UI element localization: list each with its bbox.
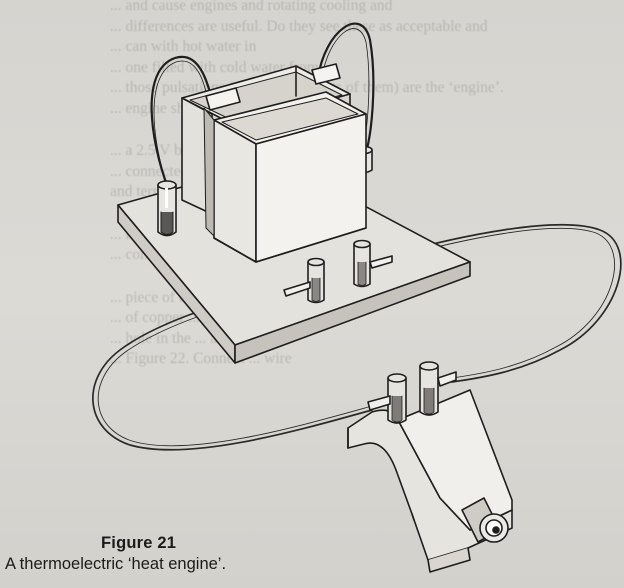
right-flex-lead (316, 22, 375, 160)
wire-right-inner (379, 227, 615, 379)
torch-bulb (461, 497, 509, 543)
binding-post-left (283, 257, 325, 304)
left-flex-lead (150, 55, 214, 190)
wire-right (379, 223, 622, 383)
bracket-terminal-right (419, 361, 457, 416)
binding-post-right (353, 239, 393, 288)
figure-label: Figure 21 (101, 534, 177, 552)
bulb-holder-bracket (347, 389, 513, 573)
figure-caption: A thermoelectric ‘heat engine’. (5, 555, 227, 573)
left-plug-terminal (157, 180, 177, 237)
front-can (203, 91, 367, 263)
bracket-terminal-left (367, 373, 407, 424)
